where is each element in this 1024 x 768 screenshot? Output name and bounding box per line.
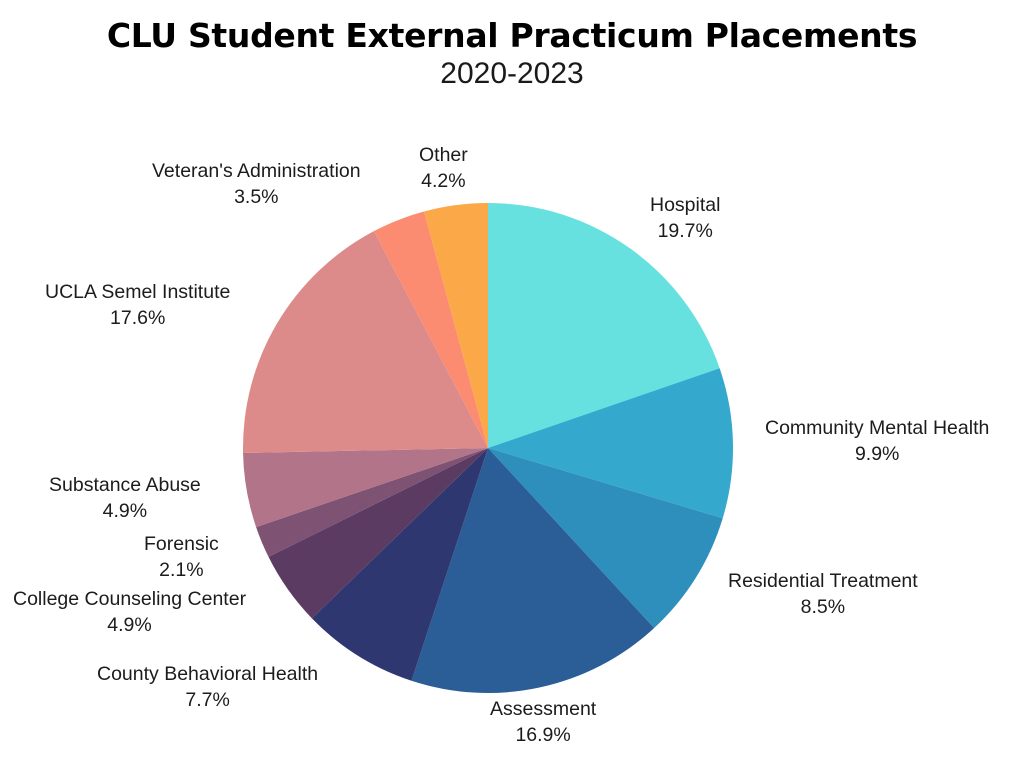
pie-slice[interactable] — [424, 203, 488, 448]
pie-slice[interactable] — [411, 448, 655, 694]
pie-slice[interactable] — [488, 368, 734, 519]
pie-slice[interactable] — [242, 231, 488, 454]
pie-slice[interactable] — [488, 203, 720, 448]
pie-slice[interactable] — [488, 448, 723, 629]
pie-slice[interactable] — [311, 448, 488, 681]
pie-slice[interactable] — [243, 448, 488, 528]
pie-slice[interactable] — [373, 211, 488, 449]
pie-slice[interactable] — [256, 448, 488, 557]
pie-slice[interactable] — [268, 448, 488, 619]
